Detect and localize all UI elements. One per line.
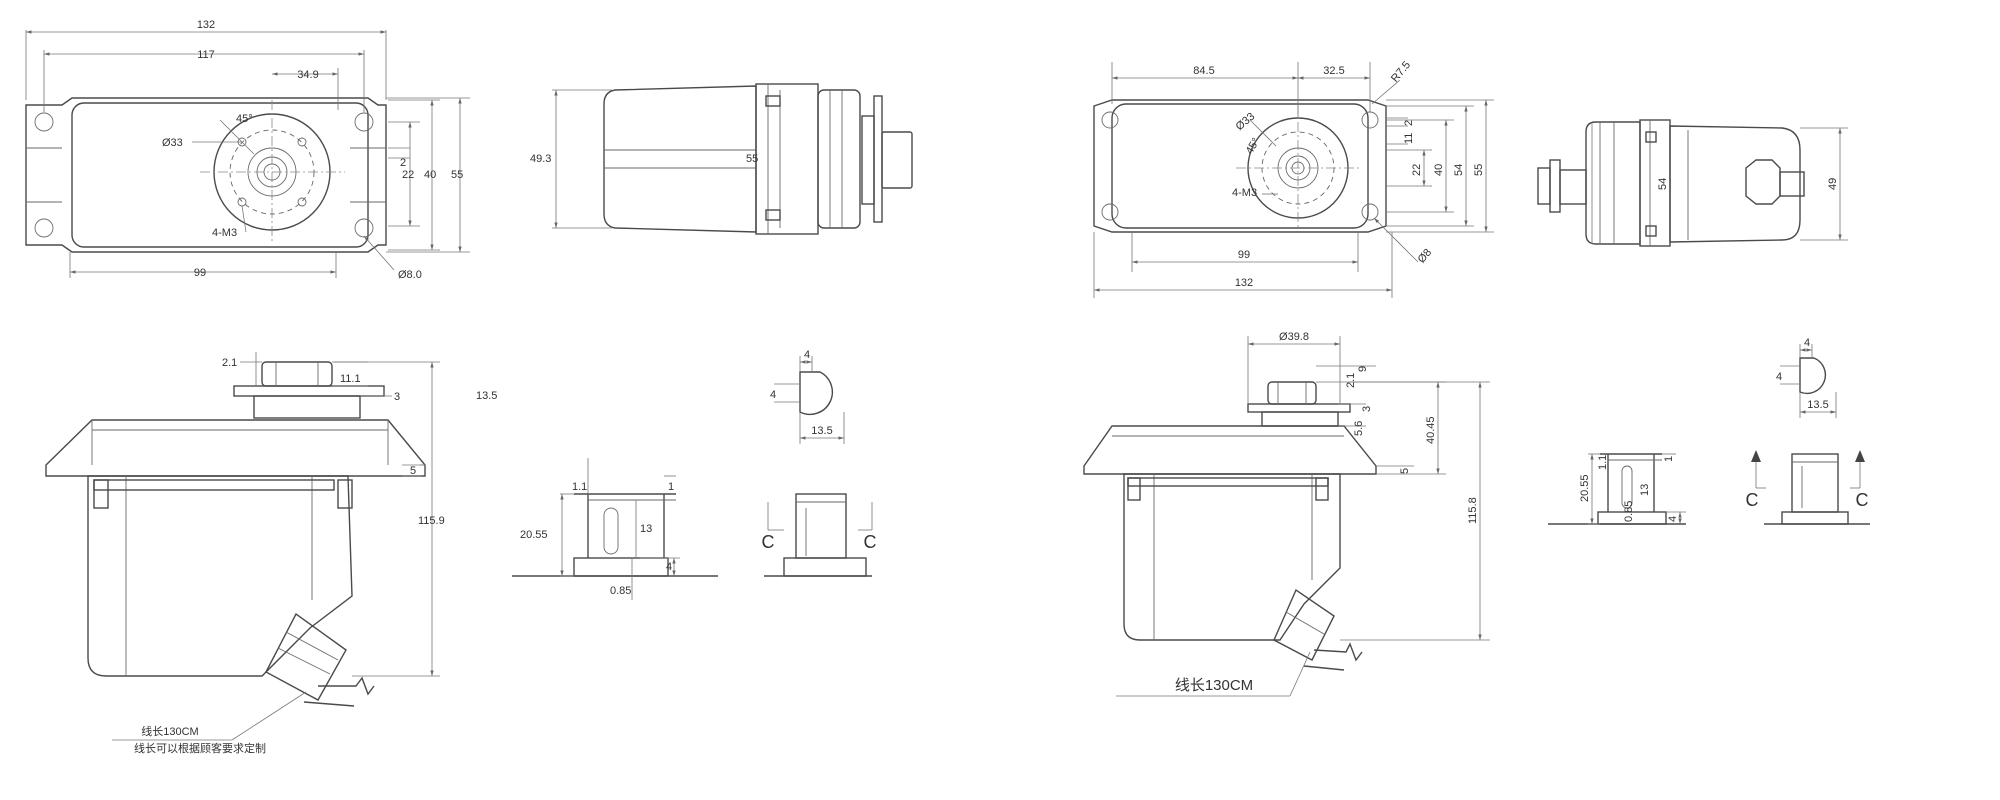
right-front-note: 线长130CM bbox=[1175, 677, 1253, 694]
right-section-label-c-right: C bbox=[1856, 490, 1869, 510]
left-front-dim-115-9: 115.9 bbox=[418, 515, 445, 527]
left-front-note-1: 线长130CM bbox=[141, 724, 198, 738]
left-front-dim-11-1: 11.1 bbox=[340, 373, 361, 385]
left-top-dim-34-9: 34.9 bbox=[297, 69, 318, 81]
right-front-dim-115-8: 115.8 bbox=[1467, 497, 1479, 524]
left-front-dim-3: 3 bbox=[394, 391, 400, 403]
right-top-dim-phi33: Ø33 bbox=[1234, 111, 1258, 134]
left-top-dim-99: 99 bbox=[194, 267, 206, 279]
right-top-dim-55: 55 bbox=[1473, 164, 1485, 176]
left-section-dim-13-5: 13.5 bbox=[811, 425, 832, 437]
right-front-dim-5: 5 bbox=[1399, 468, 1411, 474]
left-top-dim-55: 55 bbox=[451, 169, 463, 181]
left-top-dim-117: 117 bbox=[197, 49, 215, 61]
right-top-dim-2: 2 bbox=[1403, 120, 1415, 126]
right-front-dim-9: 9 bbox=[1357, 366, 1369, 372]
right-top-dim-11: 11 bbox=[1403, 133, 1415, 144]
right-front-dim-2-1: 2.1 bbox=[1345, 373, 1357, 388]
right-top-dim-22: 22 bbox=[1411, 164, 1423, 176]
right-top-dim-phi8: Ø8 bbox=[1416, 247, 1435, 266]
right-drawing: 84.5 32.5 R7.5 Ø33 45° 4-M3 2 11 22 40 bbox=[1083, 59, 1870, 697]
right-top-dim-40: 40 bbox=[1433, 164, 1445, 176]
left-top-dim-132: 132 bbox=[197, 19, 215, 31]
right-front-dim-5-6: 5.6 bbox=[1353, 421, 1365, 436]
left-front-dim-2-1: 2.1 bbox=[222, 357, 237, 369]
left-section-detail: 4 4 13.5 C C bbox=[762, 349, 877, 577]
left-side-dim-55: 55 bbox=[746, 153, 758, 165]
left-section-label-c-left: C bbox=[762, 532, 775, 552]
right-top-dim-45deg: 45° bbox=[1244, 136, 1263, 156]
left-top-dim-22: 22 bbox=[402, 169, 414, 181]
right-top-dim-r7-5: R7.5 bbox=[1389, 59, 1413, 85]
right-top-dim-32-5: 32.5 bbox=[1323, 65, 1344, 77]
right-top-view: 84.5 32.5 R7.5 Ø33 45° 4-M3 2 11 22 40 bbox=[1093, 59, 1494, 298]
left-detail-dim-1-1: 1.1 bbox=[572, 481, 587, 493]
left-detail-dim-0-85: 0.85 bbox=[610, 585, 631, 597]
right-front-dim-phi39-8: Ø39.8 bbox=[1279, 331, 1309, 343]
right-section-dim-4-side: 4 bbox=[1776, 371, 1782, 383]
right-detail-dim-20-55: 20.55 bbox=[1579, 474, 1591, 502]
left-front-note-2: 线长可以根据顾客要求定制 bbox=[134, 741, 266, 755]
left-top-dim-phi8: Ø8.0 bbox=[398, 269, 422, 281]
right-section-dim-13-5: 13.5 bbox=[1807, 399, 1828, 411]
left-detail-stray-13-5: 13.5 bbox=[476, 390, 497, 402]
right-top-dim-54: 54 bbox=[1453, 164, 1465, 176]
right-detail-dim-0-85: 0.85 bbox=[1623, 501, 1635, 522]
right-section-dim-4-top: 4 bbox=[1804, 337, 1810, 349]
right-section-detail: 4 4 13.5 C C bbox=[1746, 337, 1870, 525]
right-side-view: 54 49 bbox=[1537, 119, 1848, 247]
left-top-dim-40: 40 bbox=[424, 169, 436, 181]
left-section-dim-4-side: 4 bbox=[770, 389, 776, 401]
right-front-dim-40-45: 40.45 bbox=[1425, 416, 1437, 444]
left-side-view: 49.3 55 bbox=[530, 83, 913, 235]
left-top-view: 132 117 34.9 Ø33 45° 4-M3 2 22 40 bbox=[25, 19, 470, 281]
right-side-dim-54: 54 bbox=[1657, 178, 1669, 190]
right-top-dim-99: 99 bbox=[1238, 249, 1250, 261]
left-detail-dim-1: 1 bbox=[668, 481, 674, 493]
left-side-dim-49-3: 49.3 bbox=[530, 153, 551, 165]
left-section-dim-4-top: 4 bbox=[804, 349, 810, 361]
left-front-dim-5: 5 bbox=[410, 465, 416, 477]
left-drawing: 132 117 34.9 Ø33 45° 4-M3 2 22 40 bbox=[25, 19, 913, 755]
right-detail-dim-1: 1 bbox=[1663, 456, 1675, 462]
right-shaft-detail: 20.55 1.1 1 13 4 0.85 bbox=[1548, 453, 1686, 525]
left-detail-dim-4: 4 bbox=[666, 561, 672, 573]
right-top-dim-84-5: 84.5 bbox=[1193, 65, 1214, 77]
right-top-dim-132: 132 bbox=[1235, 277, 1253, 289]
right-section-label-c-left: C bbox=[1746, 490, 1759, 510]
right-top-dim-4m3: 4-M3 bbox=[1232, 187, 1257, 199]
right-front-view: Ø39.8 115.8 40.45 9 2.1 3 5.6 5 线长130CM bbox=[1083, 331, 1490, 697]
left-top-dim-phi33: Ø33 bbox=[162, 137, 183, 149]
left-detail-dim-20-55: 20.55 bbox=[520, 529, 548, 541]
right-front-dim-3: 3 bbox=[1361, 406, 1373, 412]
left-front-view: 2.1 11.1 3 115.9 5 线长130CM 线长可以根据顾客要求定制 bbox=[45, 352, 445, 755]
right-detail-dim-13: 13 bbox=[1639, 484, 1651, 496]
right-side-dim-49: 49 bbox=[1827, 178, 1839, 190]
left-top-dim-45deg: 45° bbox=[236, 113, 253, 125]
right-detail-dim-4: 4 bbox=[1667, 516, 1679, 522]
left-shaft-detail: 13.5 20.55 1.1 1 13 4 0.85 bbox=[476, 390, 718, 600]
left-section-label-c-right: C bbox=[864, 532, 877, 552]
left-detail-dim-13: 13 bbox=[640, 523, 652, 535]
left-top-dim-2: 2 bbox=[400, 157, 406, 169]
right-detail-dim-1-1: 1.1 bbox=[1597, 455, 1609, 470]
left-top-dim-4m3: 4-M3 bbox=[212, 227, 237, 239]
